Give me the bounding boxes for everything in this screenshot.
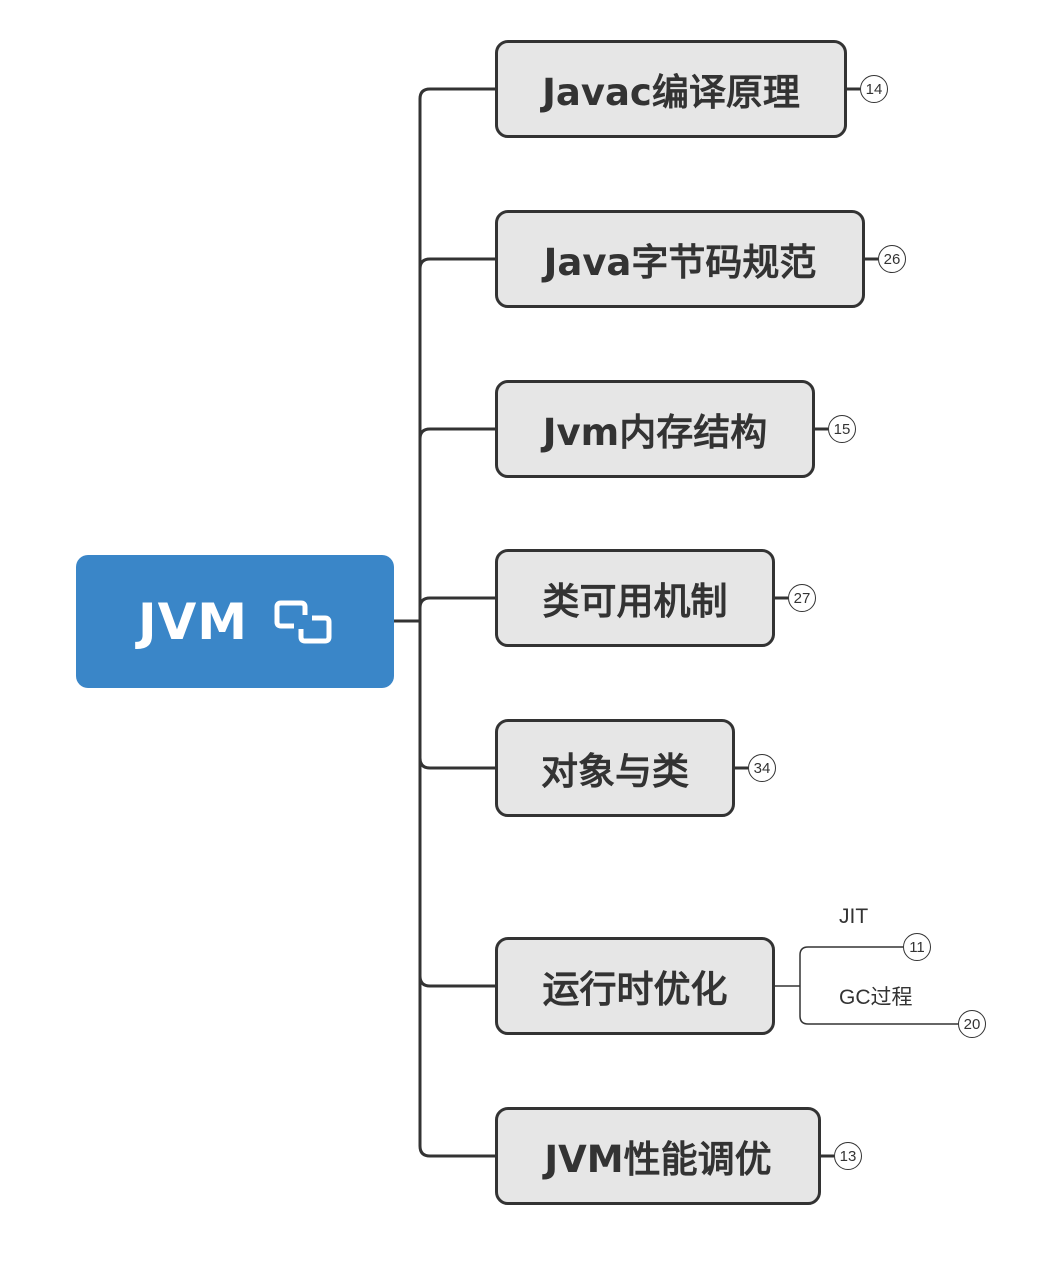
branch-javac — [418, 87, 495, 621]
topic-runtime[interactable]: 运行时优化 — [495, 937, 775, 1035]
count-badge-jit[interactable]: 11 — [903, 933, 931, 961]
sub-branch-jit — [799, 946, 903, 986]
topic-javac[interactable]: Javac编译原理 — [495, 40, 847, 138]
topic-label: 对象与类 — [541, 750, 689, 793]
subtopic-jit[interactable]: JIT — [839, 905, 869, 928]
count-badge-tuning[interactable]: 13 — [834, 1142, 862, 1170]
branch-runtime — [418, 758, 495, 988]
linked-squares-icon — [274, 600, 332, 643]
count-badge-bytecode[interactable]: 26 — [878, 245, 906, 273]
count-badge-object[interactable]: 34 — [748, 754, 776, 782]
topic-object[interactable]: 对象与类 — [495, 719, 735, 817]
topic-label: 运行时优化 — [542, 968, 728, 1011]
count-badge-classload[interactable]: 27 — [788, 584, 816, 612]
topic-memory[interactable]: Jvm内存结构 — [495, 380, 815, 478]
topic-tuning[interactable]: JVM性能调优 — [495, 1107, 821, 1205]
root-label: JVM — [137, 592, 249, 651]
branch-tuning — [418, 976, 495, 1158]
root-topic[interactable]: JVM — [76, 555, 394, 688]
count-badge-memory[interactable]: 15 — [828, 415, 856, 443]
branch-memory — [418, 427, 495, 440]
count-badge-javac[interactable]: 14 — [860, 75, 888, 103]
topic-label: Java字节码规范 — [543, 241, 817, 284]
topic-label: Javac编译原理 — [542, 71, 800, 114]
topic-bytecode[interactable]: Java字节码规范 — [495, 210, 865, 308]
branch-object — [418, 621, 495, 770]
sub-branch-gc — [799, 986, 958, 1025]
topic-classload[interactable]: 类可用机制 — [495, 549, 775, 647]
topic-label: JVM性能调优 — [544, 1138, 772, 1181]
topic-label: 类可用机制 — [542, 580, 728, 623]
branch-classload — [418, 596, 495, 609]
branch-bytecode — [418, 257, 495, 270]
subtopic-gc[interactable]: GC过程 — [839, 986, 913, 1009]
count-badge-gc[interactable]: 20 — [958, 1010, 986, 1038]
topic-label: Jvm内存结构 — [542, 411, 768, 454]
